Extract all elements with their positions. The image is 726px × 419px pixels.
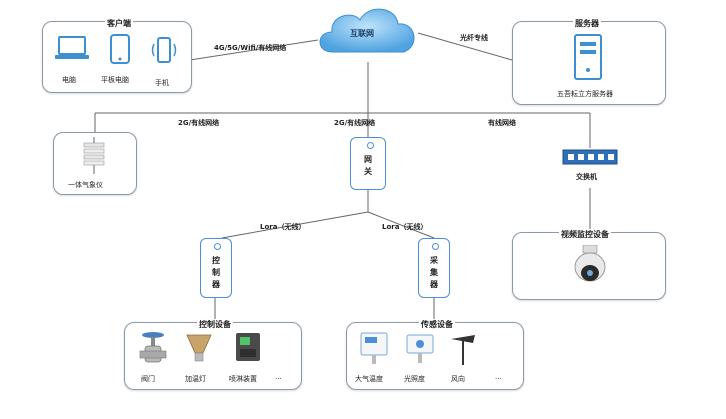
client-title: 客户端	[105, 18, 133, 29]
sensor-devices-box: 传感设备 大气温度 光照度 风向 ...	[346, 319, 524, 390]
gateway-box: 网 关	[350, 137, 386, 190]
air-temperature-sensor-icon	[360, 332, 388, 364]
controller-label-1: 制	[212, 268, 220, 277]
phone-icon	[151, 37, 177, 63]
client-item-computer: 电脑	[62, 76, 76, 84]
valve-icon	[139, 332, 167, 363]
video-title: 视频监控设备	[559, 229, 611, 240]
sensor-item-air-temperature: 大气温度	[355, 375, 383, 383]
control-devices-box: 控制设备 阀门 加温灯 喷淋装置 ...	[124, 319, 302, 390]
control-item-sprinkler: 喷淋装置	[229, 375, 257, 383]
weather-station-icon	[83, 137, 105, 174]
controller-port-icon	[214, 243, 221, 250]
video-box: 视频监控设备	[512, 229, 666, 300]
weather-station-box: 一体气象仪	[53, 132, 137, 195]
sensor-item-wind-direction: 风向	[451, 375, 465, 383]
controller-label-0: 控	[212, 256, 220, 265]
sensor-devices-more: ...	[495, 373, 502, 381]
sensor-devices-title: 传感设备	[419, 319, 455, 330]
collector-box: 采 集 器	[418, 238, 450, 298]
link-gateway-switch: 有线网络	[488, 119, 516, 127]
server-title: 服务器	[573, 18, 601, 29]
link-gateway-collector: Lora（无线）	[382, 223, 428, 231]
collector-label-2: 器	[430, 280, 438, 289]
controller-label-2: 器	[212, 280, 220, 289]
collector-label-1: 集	[430, 268, 438, 277]
wind-direction-sensor-icon	[451, 335, 475, 365]
client-cloud-line	[189, 39, 319, 61]
client-item-phone: 手机	[155, 79, 169, 87]
heat-lamp-icon	[186, 334, 212, 362]
laptop-icon	[55, 36, 89, 59]
server-label: 五吾耘立方服务器	[557, 90, 613, 98]
collector-port-icon	[432, 243, 439, 250]
switch-label: 交换机	[576, 173, 597, 181]
client-box: 客户端 电脑 平板电脑 手机	[42, 18, 192, 93]
cloud-label: 互联网	[350, 29, 374, 38]
collector-label-0: 采	[430, 256, 438, 265]
sensor-item-light: 光照度	[404, 375, 425, 383]
link-gateway-internet: 2G/有线网络	[334, 119, 376, 127]
cloud-server-line	[417, 32, 513, 61]
link-gateway-weather: 2G/有线网络	[178, 119, 220, 127]
sprinkler-icon	[236, 333, 260, 361]
link-internet-server: 光纤专线	[460, 34, 488, 42]
lora-collector-line	[367, 211, 435, 239]
gateway-label-1: 关	[364, 167, 372, 176]
dome-camera-icon	[574, 245, 606, 282]
control-devices-title: 控制设备	[197, 319, 233, 330]
switch-icon	[562, 149, 618, 165]
link-client-internet: 4G/5G/Wifi/有线网络	[214, 44, 287, 52]
weather-station-label: 一体气象仪	[68, 181, 103, 189]
light-sensor-icon	[406, 334, 434, 363]
gateway-label-0: 网	[364, 155, 372, 164]
client-item-tablet: 平板电脑	[101, 76, 129, 84]
server-box: 服务器 五吾耘立方服务器	[512, 18, 666, 105]
cloud-icon	[319, 8, 415, 53]
gateway-port-icon	[367, 142, 374, 149]
control-item-valve: 阀门	[141, 375, 155, 383]
control-devices-more: ...	[275, 373, 282, 381]
controller-box: 控 制 器	[200, 238, 232, 298]
lora-controller-line	[221, 211, 369, 239]
tablet-icon	[110, 34, 130, 64]
control-item-heat-lamp: 加温灯	[185, 375, 206, 383]
link-gateway-controller: Lora（无线）	[260, 223, 306, 231]
internet-cloud: 互联网	[312, 2, 424, 64]
server-icon	[574, 34, 602, 80]
switch-box: 交换机	[556, 148, 624, 188]
